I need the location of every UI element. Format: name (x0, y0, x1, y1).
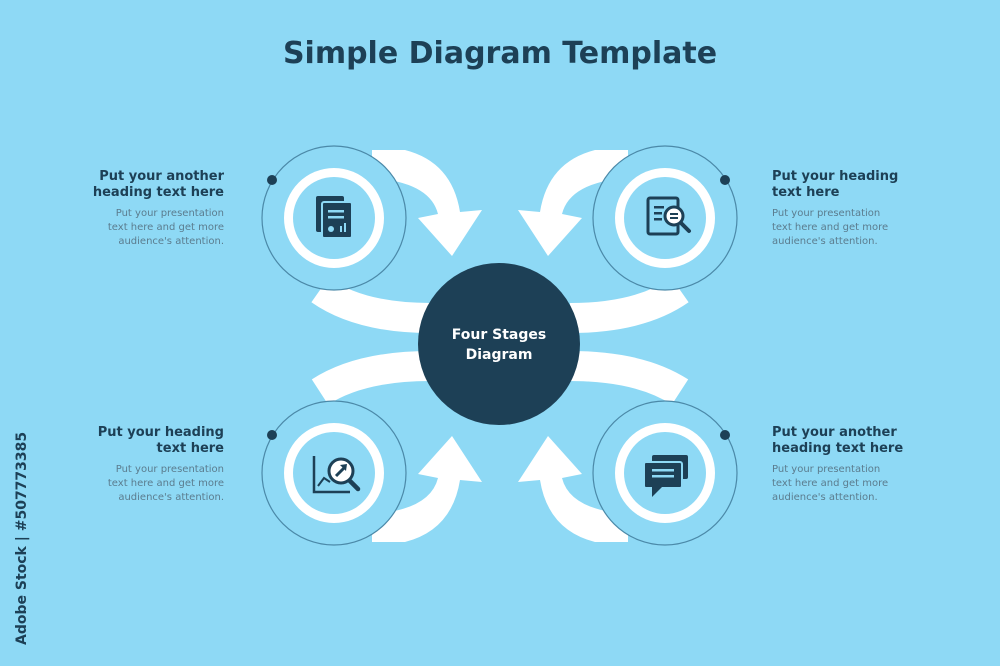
side-watermark-text: Adobe Stock | #507773385 (14, 431, 30, 645)
center-label-line2: Diagram (465, 347, 533, 363)
stage-heading-1: Put your another heading text here (64, 169, 224, 201)
band-bottom-left (311, 351, 431, 405)
stage-body-2-line2: text here and get more (772, 222, 889, 233)
stage-body-3-line2: text here and get more (107, 478, 224, 489)
arrow-top-left (372, 150, 482, 256)
document-search-icon (646, 196, 691, 236)
stage-heading-2-line2: text here (772, 185, 840, 200)
connector-bands (311, 277, 689, 405)
stage-body-1-line3: audience's attention. (118, 236, 224, 247)
stage-body-4: Put your presentation text here and get … (772, 463, 932, 505)
stage-heading-3-line2: text here (156, 441, 224, 456)
stage-body-2-line1: Put your presentation (772, 208, 881, 219)
band-top-left (311, 277, 431, 333)
chart-magnifier-icon (312, 456, 361, 494)
band-bottom-right (569, 351, 689, 405)
stage-body-4-line1: Put your presentation (772, 464, 881, 475)
stage-body-3-line1: Put your presentation (115, 464, 224, 475)
stage-heading-4: Put your another heading text here (772, 425, 932, 457)
stage-heading-3: Put your heading text here (64, 425, 224, 457)
stage-body-4-line2: text here and get more (772, 478, 889, 489)
document-report-icon (316, 196, 353, 239)
stage-heading-2: Put your heading text here (772, 169, 932, 201)
stage-body-4-line3: audience's attention. (772, 492, 878, 503)
arrow-bottom-right (518, 436, 628, 542)
stage-heading-1-line2: heading text here (92, 185, 224, 200)
page-title: Simple Diagram Template (282, 36, 718, 71)
arrow-bottom-left (372, 436, 482, 542)
stage-heading-2-line1: Put your heading (772, 169, 899, 184)
side-watermark: Adobe Stock | #507773385 (14, 425, 32, 645)
stage-heading-1-line1: Put your another (99, 169, 224, 184)
stage-heading-3-line1: Put your heading (97, 425, 224, 440)
curved-arrows (372, 150, 628, 542)
stage-body-1-line1: Put your presentation (115, 208, 224, 219)
stage-body-2-line3: audience's attention. (772, 236, 878, 247)
center-circle (418, 263, 580, 425)
stage-body-3: Put your presentation text here and get … (64, 463, 224, 505)
center-label-line1: Four Stages (451, 327, 547, 343)
center-label: Four Stages Diagram (418, 325, 580, 365)
stage-text-2: Put your heading text here Put your pres… (772, 169, 932, 249)
stage-text-1: Put your another heading text here Put y… (64, 169, 224, 249)
stage-text-4: Put your another heading text here Put y… (772, 425, 932, 505)
stage-body-3-line3: audience's attention. (118, 492, 224, 503)
stage-heading-4-line2: heading text here (772, 441, 904, 456)
arrow-top-right (518, 150, 628, 256)
stage-body-1-line2: text here and get more (107, 222, 224, 233)
stage-body-1: Put your presentation text here and get … (64, 207, 224, 249)
stage-text-3: Put your heading text here Put your pres… (64, 425, 224, 505)
band-top-right (569, 277, 689, 333)
stage-body-2: Put your presentation text here and get … (772, 207, 932, 249)
chat-bubbles-icon (643, 455, 688, 497)
stage-heading-4-line1: Put your another (772, 425, 897, 440)
